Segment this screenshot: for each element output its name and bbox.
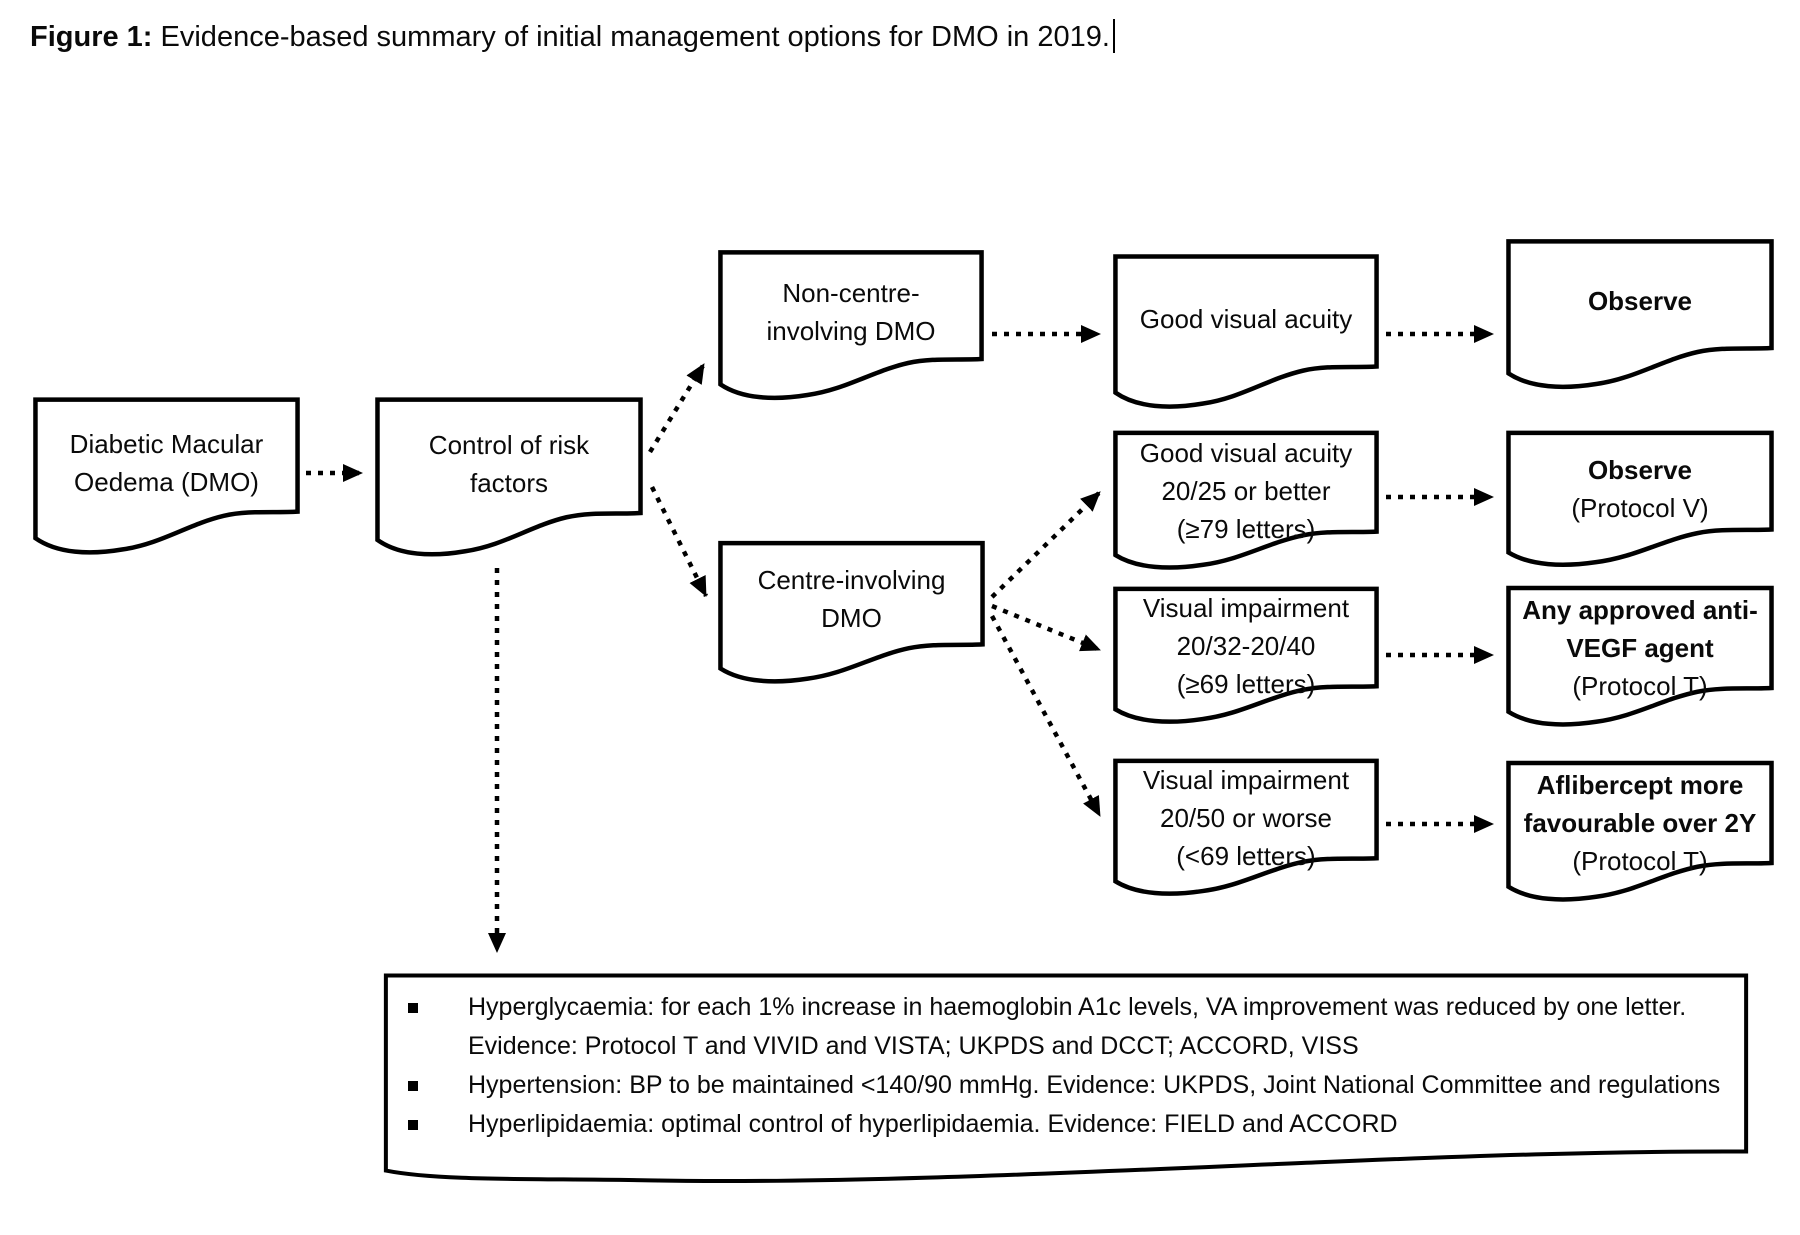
document-shape <box>1503 236 1777 396</box>
node-aflibercept-more-favourable: Aflibercept more favourable over 2Y (Pro… <box>1503 758 1777 908</box>
document-shape <box>715 247 987 407</box>
document-shape <box>715 538 988 690</box>
label-line: Observe <box>1587 454 1693 485</box>
label-subline: (Protocol T) <box>1572 846 1708 876</box>
arrow-centre-to-good-va-2025 <box>990 490 1102 599</box>
figure-caption[interactable]: Figure 1: Evidence-based summary of init… <box>30 18 1115 56</box>
bullet-line: Evidence: Protocol T and VIVID and VISTA… <box>468 1032 1359 1060</box>
node-good-visual-acuity-label: Good visual acuity <box>1116 253 1376 384</box>
square-bullet-icon <box>408 1003 418 1013</box>
label-line: Aflibercept more <box>1536 770 1744 800</box>
node-visual-impairment-20-32-20-40-label: Visual impairment 20/32-20/40 (≥69 lette… <box>1116 586 1376 706</box>
figure-caption-text: Evidence-based summary of initial manage… <box>152 21 1110 53</box>
bullet-item-hyperlipidaemia: Hyperlipidaemia: optimal control of hype… <box>408 1105 1730 1144</box>
document-shape <box>1503 583 1777 733</box>
node-diabetic-macular-oedema-label: Diabetic Macular Oedema (DMO) <box>36 396 297 530</box>
node-observe-label: Observe <box>1509 238 1771 364</box>
node-diabetic-macular-oedema: Diabetic Macular Oedema (DMO) <box>30 394 303 562</box>
document-shape <box>1110 756 1382 902</box>
arrow-centre-to-vi-2032 <box>991 603 1101 653</box>
label-line: DMO <box>821 603 882 633</box>
node-visual-impairment-20-32-20-40: Visual impairment 20/32-20/40 (≥69 lette… <box>1110 584 1382 730</box>
bullet-item-hypertension: Hypertension: BP to be maintained <140/9… <box>408 1066 1730 1105</box>
risk-factors-bullet-list: Hyperglycaemia: for each 1% increase in … <box>408 988 1730 1144</box>
label-line: 20/25 or better <box>1161 476 1331 506</box>
document-shape <box>372 394 646 564</box>
label-subline: (Protocol V) <box>1571 492 1709 523</box>
arrow-control-to-centre <box>649 486 709 597</box>
label-line: Any approved anti- <box>1522 595 1758 625</box>
label-line: Good visual acuity <box>1139 303 1353 334</box>
document-shape <box>1110 584 1382 730</box>
label-line: VEGF agent <box>1566 633 1714 663</box>
label-line: Centre-involving <box>757 565 946 595</box>
bullet-line: Hypertension: BP to be maintained <140/9… <box>468 1071 1721 1099</box>
arrow-control-to-non-centre <box>648 362 706 454</box>
label-line: favourable over 2Y <box>1523 808 1757 838</box>
bullet-text: Hypertension: BP to be maintained <140/9… <box>468 1066 1720 1105</box>
node-aflibercept-more-favourable-label: Aflibercept more favourable over 2Y (Pro… <box>1509 760 1771 886</box>
text-cursor <box>1112 19 1115 53</box>
node-visual-impairment-20-50-or-worse-label: Visual impairment 20/50 or worse (<69 le… <box>1116 758 1376 878</box>
node-good-visual-acuity: Good visual acuity <box>1110 251 1382 416</box>
node-observe: Observe <box>1503 236 1777 396</box>
label-line: (≥69 letters) <box>1176 669 1316 699</box>
figure-caption-label: Figure 1: <box>30 21 153 53</box>
label-line: Visual impairment <box>1142 593 1350 623</box>
document-shape <box>1110 428 1382 576</box>
node-centre-involving-dmo: Centre-involving DMO <box>715 538 988 690</box>
document-shape <box>1503 758 1777 908</box>
label-line: Good visual acuity <box>1139 438 1353 468</box>
label-line: Diabetic Macular <box>69 429 264 459</box>
document-shape <box>30 394 303 562</box>
bullet-line: Hyperlipidaemia: optimal control of hype… <box>468 1110 1398 1138</box>
node-non-centre-involving-dmo-label: Non-centre- involving DMO <box>721 249 981 375</box>
bullet-text: Hyperglycaemia: for each 1% increase in … <box>468 988 1686 1066</box>
node-observe-protocol-v-label: Observe (Protocol V) <box>1509 430 1771 547</box>
label-line: involving DMO <box>766 316 936 346</box>
node-centre-involving-dmo-label: Centre-involving DMO <box>721 540 982 658</box>
label-line: (≥79 letters) <box>1176 514 1316 544</box>
label-line: (<69 letters) <box>1176 841 1316 871</box>
label-line: Visual impairment <box>1142 765 1350 795</box>
label-line: Observe <box>1587 286 1693 316</box>
document-shape <box>372 970 1760 1188</box>
square-bullet-icon <box>408 1081 418 1091</box>
document-shape <box>1503 428 1777 573</box>
bullet-item-hyperglycaemia: Hyperglycaemia: for each 1% increase in … <box>408 988 1730 1066</box>
label-line: 20/50 or worse <box>1160 803 1332 833</box>
label-line: 20/32-20/40 <box>1176 631 1316 661</box>
document-shape <box>1110 251 1382 416</box>
label-subline: (Protocol T) <box>1572 671 1708 701</box>
risk-factors-box: Hyperglycaemia: for each 1% increase in … <box>372 970 1760 1188</box>
node-any-approved-anti-vegf-label: Any approved anti- VEGF agent (Protocol … <box>1509 585 1771 711</box>
node-any-approved-anti-vegf: Any approved anti- VEGF agent (Protocol … <box>1503 583 1777 733</box>
bullet-line: Hyperglycaemia: for each 1% increase in … <box>468 993 1687 1021</box>
label-line: Oedema (DMO) <box>74 467 259 497</box>
node-visual-impairment-20-50-or-worse: Visual impairment 20/50 or worse (<69 le… <box>1110 756 1382 902</box>
label-line: factors <box>469 468 549 498</box>
node-good-va-20-25-or-better-label: Good visual acuity 20/25 or better (≥79 … <box>1116 430 1376 552</box>
node-good-va-20-25-or-better: Good visual acuity 20/25 or better (≥79 … <box>1110 428 1382 576</box>
label-line: Control of risk <box>428 430 590 460</box>
node-observe-protocol-v: Observe (Protocol V) <box>1503 428 1777 573</box>
node-control-of-risk-factors-label: Control of risk factors <box>378 396 640 532</box>
square-bullet-icon <box>408 1120 418 1130</box>
bullet-text: Hyperlipidaemia: optimal control of hype… <box>468 1105 1398 1144</box>
label-line: Non-centre- <box>782 278 920 308</box>
arrow-centre-to-vi-2050 <box>990 614 1102 818</box>
node-non-centre-involving-dmo: Non-centre- involving DMO <box>715 247 987 407</box>
node-control-of-risk-factors: Control of risk factors <box>372 394 646 564</box>
